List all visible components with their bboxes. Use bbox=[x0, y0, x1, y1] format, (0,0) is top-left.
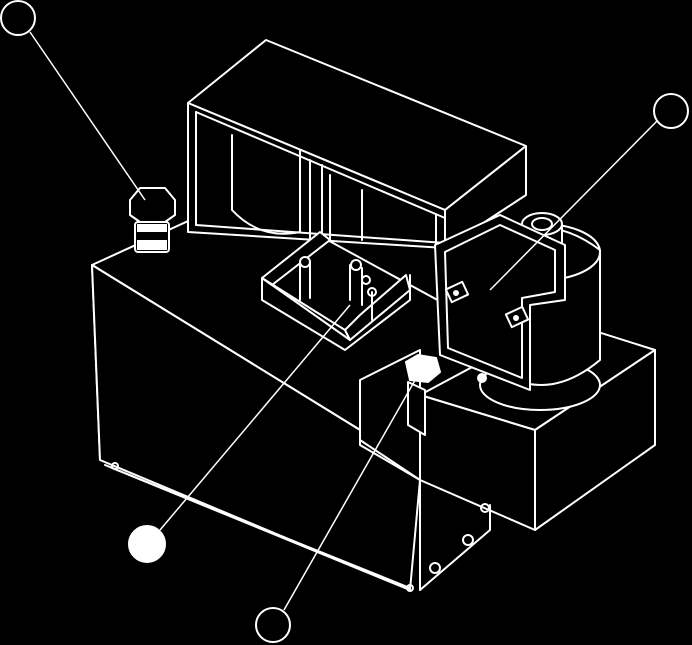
coil-connector-plate bbox=[434, 214, 566, 391]
callout-bottom-left bbox=[128, 525, 166, 563]
filler-cap bbox=[129, 187, 176, 253]
open-tank-box bbox=[187, 39, 527, 249]
callout-leaders bbox=[29, 31, 661, 611]
bleed-plug bbox=[404, 353, 487, 436]
callout-bottom-center bbox=[255, 607, 291, 643]
callout-top-right bbox=[653, 93, 689, 129]
callout-top-left bbox=[0, 0, 36, 36]
terminal-bracket bbox=[261, 231, 411, 351]
